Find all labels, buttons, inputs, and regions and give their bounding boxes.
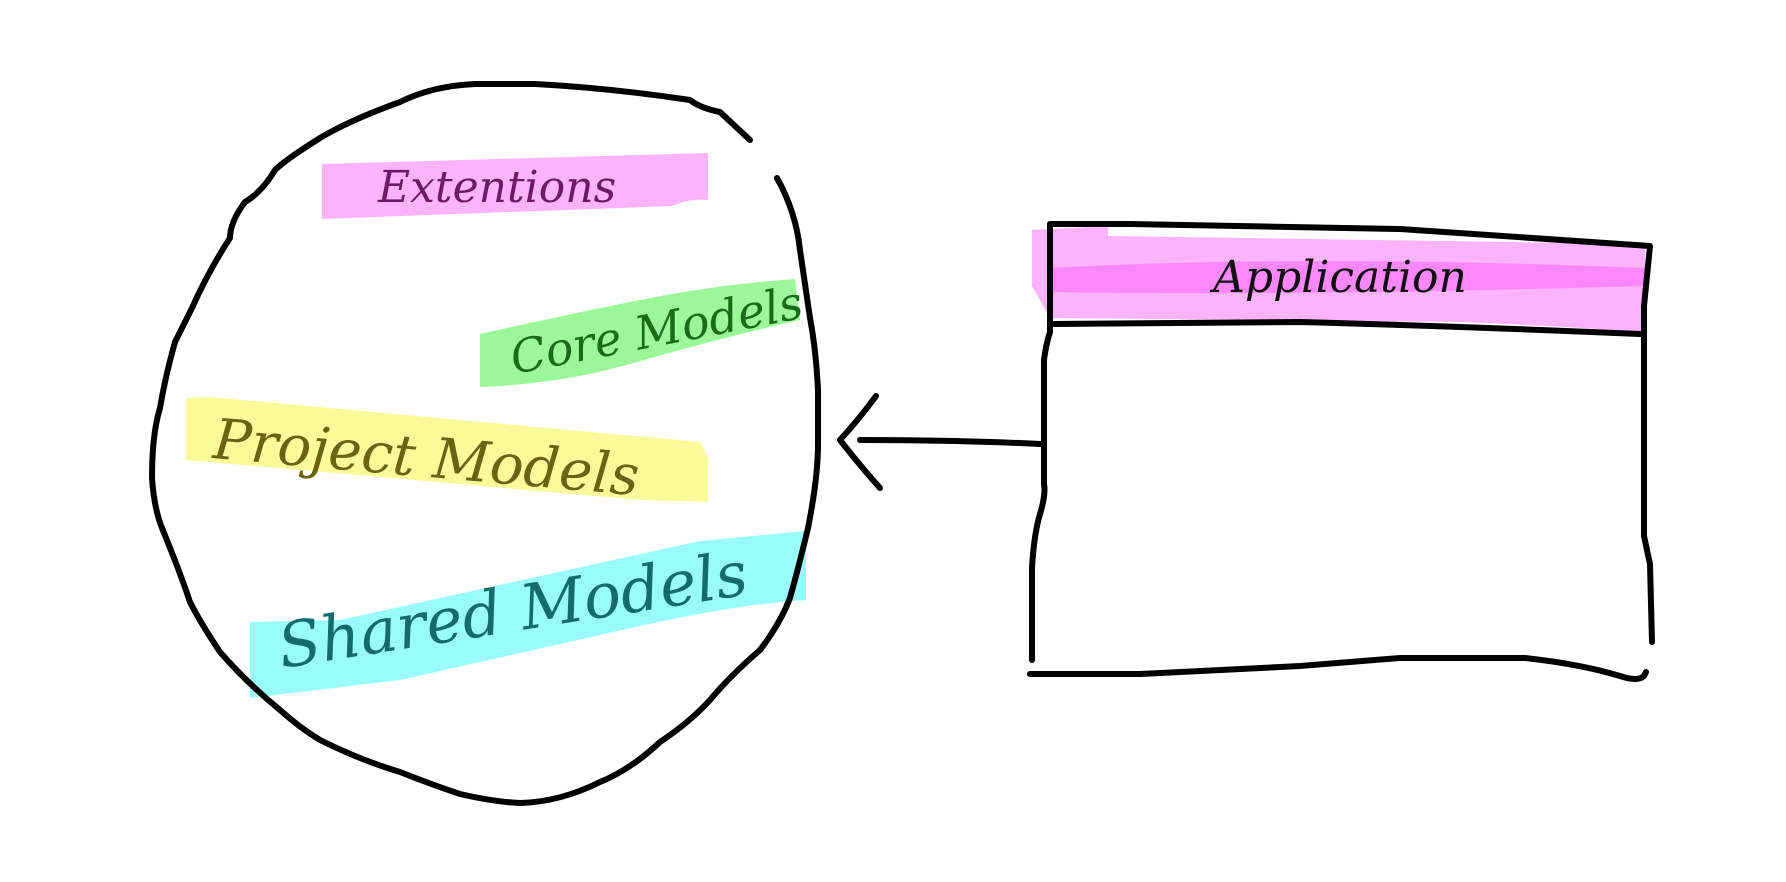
core-models-label: Core Models xyxy=(506,275,807,385)
extensions-label: Extentions xyxy=(377,162,616,213)
arrow-head xyxy=(837,393,883,491)
label-highlights xyxy=(186,153,1645,698)
application-title-divider xyxy=(1047,319,1643,337)
application-box-outline xyxy=(1029,221,1655,663)
model-layers-circle xyxy=(149,81,821,806)
shared-models-label: Shared Models xyxy=(273,537,753,683)
core-models-highlight xyxy=(480,279,800,387)
extensions-highlight xyxy=(322,153,708,219)
application-box-bottom xyxy=(1027,655,1649,682)
project-models-highlight xyxy=(186,397,708,502)
application-title: Application xyxy=(1209,252,1467,303)
dependency-arrow xyxy=(837,393,1043,491)
arrow-shaft xyxy=(857,437,1043,447)
application-highlight-band xyxy=(1050,261,1645,294)
application-box xyxy=(1027,221,1655,682)
shared-models-highlight xyxy=(250,531,806,698)
